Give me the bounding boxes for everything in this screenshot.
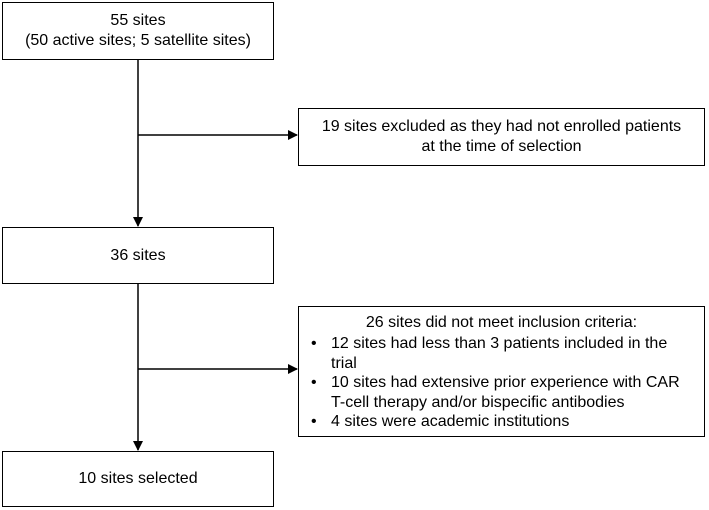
initial-sites-count: 55 sites xyxy=(110,12,166,29)
criteria-item-few-patients: 12 sites had less than 3 patients includ… xyxy=(309,334,694,373)
initial-sites-box: 55 sites (50 active sites; 5 satellite s… xyxy=(2,2,274,60)
exclusion-criteria-list: 12 sites had less than 3 patients includ… xyxy=(309,334,694,432)
exclusion-1-line-1: 19 sites excluded as they had not enroll… xyxy=(321,118,682,135)
exclusion-box-not-enrolled: 19 sites excluded as they had not enroll… xyxy=(298,108,705,166)
selected-sites-box: 10 sites selected xyxy=(2,451,274,507)
criteria-item-academic: 4 sites were academic institutions xyxy=(309,412,694,432)
exclusion-1-line-2: at the time of selection xyxy=(421,138,582,155)
remaining-sites-count: 36 sites xyxy=(110,246,166,264)
criteria-item-prior-experience: 10 sites had extensive prior experience … xyxy=(309,373,694,412)
remaining-sites-box: 36 sites xyxy=(2,227,274,284)
initial-sites-breakdown: (50 active sites; 5 satellite sites) xyxy=(25,32,251,49)
selected-sites-count: 10 sites selected xyxy=(78,470,198,487)
exclusion-box-inclusion-criteria: 26 sites did not meet inclusion criteria… xyxy=(298,306,705,437)
exclusion-2-title: 26 sites did not meet inclusion criteria… xyxy=(365,314,638,331)
